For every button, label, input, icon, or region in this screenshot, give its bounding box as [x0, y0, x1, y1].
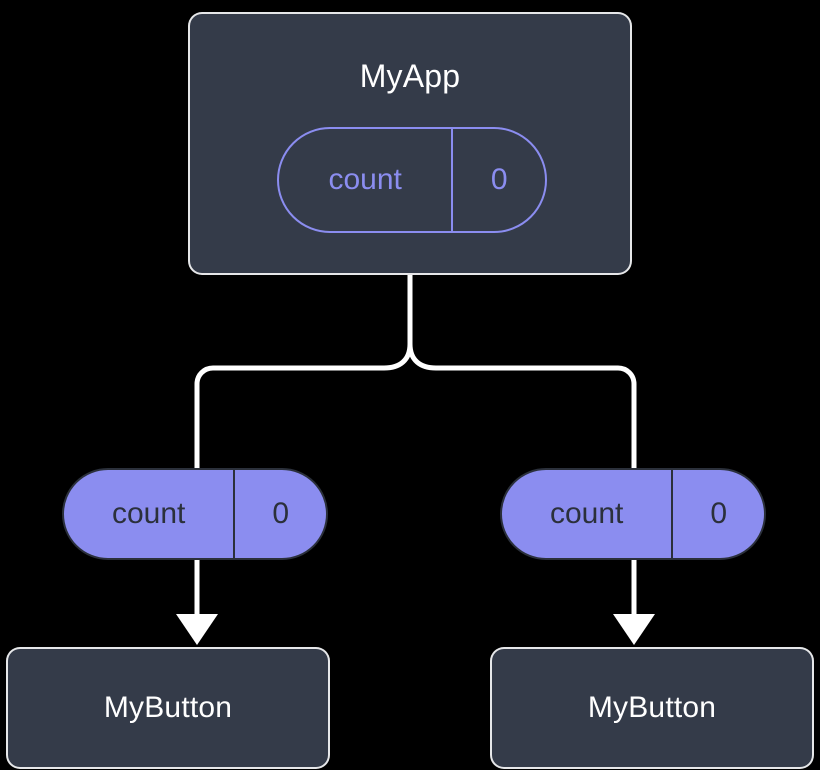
state-pill-left-value: 0: [233, 470, 326, 558]
node-mybutton-left-label: MyButton: [103, 691, 233, 724]
state-pill-right-value: 0: [671, 470, 764, 558]
state-pill-left-key: count: [112, 497, 186, 530]
arrow-head-left: [176, 614, 218, 645]
state-pill-right-key: count: [550, 497, 624, 530]
state-pill-root-key: count: [328, 163, 402, 196]
node-mybutton-right-label: MyButton: [587, 691, 717, 724]
connector-branch-right: [407, 341, 637, 471]
connector-branch-left: [194, 341, 413, 471]
state-pill-root[interactable]: count 0: [277, 127, 547, 233]
state-pill-right[interactable]: count 0: [500, 468, 766, 560]
state-pill-left[interactable]: count 0: [62, 468, 328, 560]
node-myapp-label: MyApp: [359, 58, 461, 94]
node-mybutton-right[interactable]: MyButton: [490, 647, 814, 769]
node-mybutton-left[interactable]: MyButton: [6, 647, 330, 769]
arrow-head-right: [613, 614, 655, 645]
state-pill-root-value: 0: [451, 129, 545, 231]
